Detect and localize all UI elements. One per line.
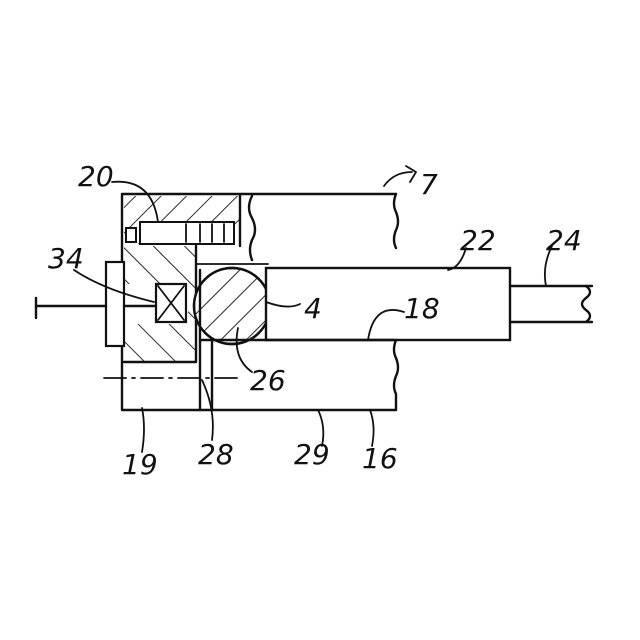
label-24: 24: [546, 224, 582, 257]
piston-22: [266, 268, 510, 340]
label-26: 26: [250, 364, 286, 397]
label-19: 19: [122, 448, 158, 481]
label-7: 7: [420, 168, 438, 201]
label-4: 4: [304, 292, 322, 325]
ball-4: [190, 264, 274, 348]
label-22: 22: [460, 224, 496, 257]
label-28: 28: [198, 438, 234, 471]
label-18: 18: [404, 292, 440, 325]
label-16: 16: [362, 442, 398, 475]
housing-part-19: [124, 196, 240, 246]
label-29: 29: [294, 438, 330, 471]
rod-24: [510, 286, 592, 322]
label-20: 20: [78, 160, 114, 193]
label-34: 34: [48, 242, 84, 275]
